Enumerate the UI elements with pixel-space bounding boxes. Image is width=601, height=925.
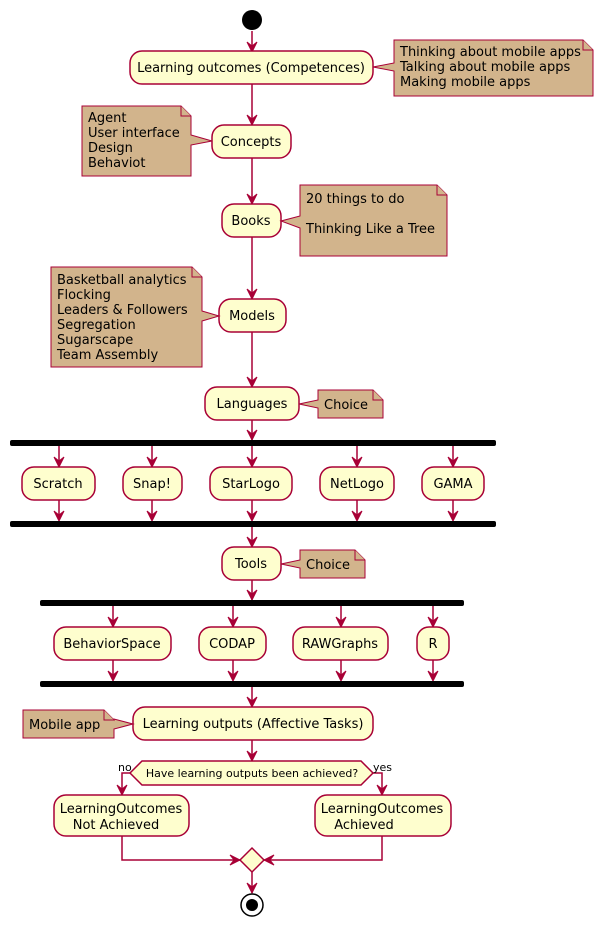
activity-starlogo: StarLogo bbox=[209, 466, 293, 501]
svg-text:Sugarscape: Sugarscape bbox=[57, 333, 133, 348]
note-models: Basketball analytics Flocking Leaders & … bbox=[50, 266, 221, 368]
svg-text:Choice: Choice bbox=[324, 398, 368, 413]
activity-codap: CODAP bbox=[198, 626, 267, 661]
svg-text:Achieved: Achieved bbox=[334, 818, 394, 833]
svg-text:Books: Books bbox=[231, 214, 270, 229]
activity-models: Models bbox=[218, 298, 287, 333]
svg-text:Have learning outputs been ach: Have learning outputs been achieved? bbox=[146, 767, 358, 780]
activity-gama: GAMA bbox=[421, 466, 485, 501]
svg-text:CODAP: CODAP bbox=[209, 637, 255, 652]
fork-bar-languages bbox=[10, 440, 496, 446]
edges bbox=[53, 31, 459, 895]
activity-netlogo: NetLogo bbox=[319, 466, 395, 501]
activity-concepts: Concepts bbox=[211, 124, 292, 159]
svg-text:Mobile app: Mobile app bbox=[29, 718, 100, 733]
svg-text:Making mobile apps: Making mobile apps bbox=[400, 75, 531, 90]
note-outputs: Mobile app bbox=[22, 709, 135, 739]
svg-text:Basketball analytics: Basketball analytics bbox=[57, 273, 187, 288]
decision-node: Have learning outputs been achieved? bbox=[128, 760, 375, 786]
activity-books: Books bbox=[221, 203, 282, 238]
svg-text:Behaviot: Behaviot bbox=[88, 156, 145, 171]
svg-text:Leaders & Followers: Leaders & Followers bbox=[57, 303, 188, 318]
svg-text:StarLogo: StarLogo bbox=[222, 477, 280, 492]
svg-text:Learning outcomes (Competences: Learning outcomes (Competences) bbox=[137, 61, 365, 76]
start-node bbox=[242, 10, 262, 30]
svg-text:User interface: User interface bbox=[88, 126, 180, 141]
svg-text:Concepts: Concepts bbox=[221, 135, 282, 150]
activity-rawgraphs: RAWGraphs bbox=[292, 626, 389, 661]
svg-text:Scratch: Scratch bbox=[33, 477, 82, 492]
note-books: 20 things to do Thinking Like a Tree bbox=[279, 184, 448, 257]
svg-text:20 things to do: 20 things to do bbox=[306, 192, 404, 207]
note-outcomes: Thinking about mobile apps Talking about… bbox=[372, 39, 594, 97]
svg-text:Thinking Like a Tree: Thinking Like a Tree bbox=[305, 222, 435, 237]
svg-text:Models: Models bbox=[229, 309, 275, 324]
svg-text:Snap!: Snap! bbox=[133, 477, 171, 492]
svg-text:BehaviorSpace: BehaviorSpace bbox=[63, 637, 160, 652]
svg-text:Agent: Agent bbox=[88, 111, 126, 126]
activity-learning-outputs: Learning outputs (Affective Tasks) bbox=[132, 706, 374, 741]
svg-text:LearningOutcomes: LearningOutcomes bbox=[60, 802, 183, 817]
join-bar-languages bbox=[10, 521, 496, 527]
note-languages: Choice bbox=[298, 389, 384, 419]
svg-text:NetLogo: NetLogo bbox=[330, 477, 384, 492]
svg-text:LearningOutcomes: LearningOutcomes bbox=[321, 802, 444, 817]
svg-text:Design: Design bbox=[88, 141, 133, 156]
activity-r: R bbox=[416, 626, 450, 661]
activity-learning-outcomes: Learning outcomes (Competences) bbox=[129, 50, 374, 85]
end-node bbox=[240, 893, 264, 917]
merge-node bbox=[238, 846, 266, 874]
activity-scratch: Scratch bbox=[21, 466, 96, 501]
svg-text:Flocking: Flocking bbox=[57, 288, 111, 303]
join-bar-tools bbox=[40, 681, 464, 687]
svg-text:Team Assembly: Team Assembly bbox=[56, 348, 158, 363]
svg-text:Learning outputs (Affective Ta: Learning outputs (Affective Tasks) bbox=[143, 717, 364, 732]
svg-text:Languages: Languages bbox=[217, 397, 288, 412]
activity-languages: Languages bbox=[204, 386, 300, 421]
branch-label-yes: yes bbox=[373, 761, 392, 774]
note-concepts: Agent User interface Design Behaviot bbox=[81, 105, 213, 177]
svg-text:Talking about mobile apps: Talking about mobile apps bbox=[399, 60, 570, 75]
svg-text:GAMA: GAMA bbox=[433, 477, 472, 492]
activity-not-achieved: LearningOutcomes Not Achieved bbox=[53, 794, 190, 837]
svg-text:Thinking about mobile apps: Thinking about mobile apps bbox=[399, 45, 581, 60]
activity-behaviorspace: BehaviorSpace bbox=[53, 626, 172, 661]
note-tools: Choice bbox=[280, 549, 366, 579]
activity-achieved: LearningOutcomes Achieved bbox=[314, 794, 452, 837]
svg-text:RAWGraphs: RAWGraphs bbox=[302, 637, 378, 652]
svg-text:Segregation: Segregation bbox=[57, 318, 136, 333]
activity-snap: Snap! bbox=[122, 466, 183, 501]
branch-label-no: no bbox=[118, 761, 132, 774]
svg-text:R: R bbox=[428, 637, 437, 652]
activity-tools: Tools bbox=[221, 546, 282, 581]
svg-text:Choice: Choice bbox=[306, 558, 350, 573]
fork-bar-tools bbox=[40, 600, 464, 606]
svg-text:Tools: Tools bbox=[234, 557, 267, 572]
svg-text:Not Achieved: Not Achieved bbox=[73, 818, 160, 833]
